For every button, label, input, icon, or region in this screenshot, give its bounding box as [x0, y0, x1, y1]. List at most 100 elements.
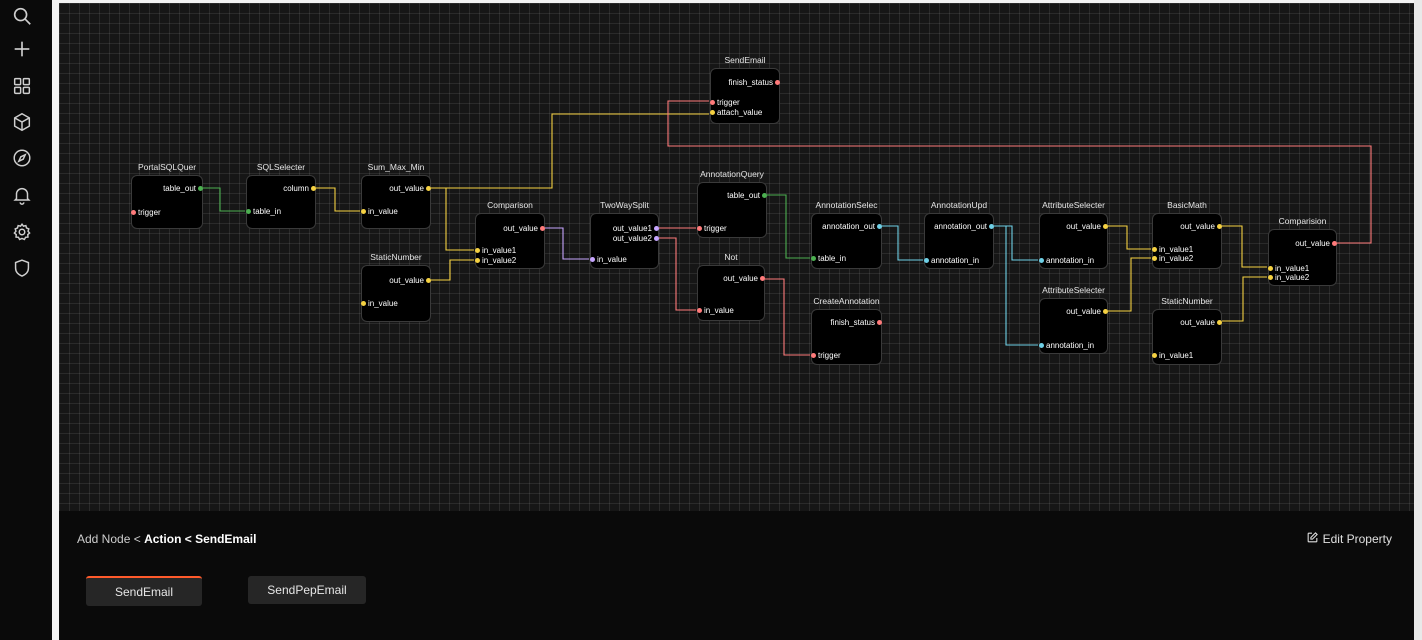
- output-dot[interactable]: [1217, 224, 1222, 229]
- output-dot[interactable]: [1217, 320, 1222, 325]
- input-dot[interactable]: [1039, 258, 1044, 263]
- node-attributeselecter-2[interactable]: AttributeSelecter out_value annotation_i…: [1039, 285, 1108, 354]
- cube-icon[interactable]: [11, 111, 33, 133]
- port-in[interactable]: in_value1: [1152, 351, 1193, 361]
- output-dot[interactable]: [762, 193, 767, 198]
- input-dot[interactable]: [1039, 343, 1044, 348]
- output-dot[interactable]: [760, 276, 765, 281]
- port-in[interactable]: in_value: [697, 306, 734, 316]
- input-dot[interactable]: [475, 248, 480, 253]
- tab-sendpepemail[interactable]: SendPepEmail: [248, 576, 366, 604]
- input-dot[interactable]: [811, 256, 816, 261]
- plus-icon[interactable]: [11, 38, 33, 60]
- node-portalsqlquer[interactable]: PortalSQLQuer table_out trigger: [131, 162, 203, 229]
- input-dot[interactable]: [246, 209, 251, 214]
- input-dot[interactable]: [361, 209, 366, 214]
- node-basicmath[interactable]: BasicMath out_value in_value1 in_value2: [1152, 200, 1222, 269]
- input-dot[interactable]: [1268, 275, 1273, 280]
- node-sendemail[interactable]: SendEmail finish_status trigger attach_v…: [710, 55, 780, 124]
- node-annotationselec[interactable]: AnnotationSelec annotation_out table_in: [811, 200, 882, 269]
- node-attributeselecter[interactable]: AttributeSelecter out_value annotation_i…: [1039, 200, 1108, 269]
- port-in[interactable]: trigger: [131, 208, 161, 218]
- output-dot[interactable]: [311, 186, 316, 191]
- grid-icon[interactable]: [11, 75, 33, 97]
- node-staticnumber-2[interactable]: StaticNumber out_value in_value1: [1152, 296, 1222, 365]
- port-in[interactable]: in_value1: [1152, 245, 1193, 255]
- port-in[interactable]: trigger: [710, 98, 740, 108]
- node-createannotation[interactable]: CreateAnnotation finish_status trigger: [811, 296, 882, 365]
- port-out[interactable]: out_value: [389, 184, 431, 194]
- output-dot[interactable]: [540, 226, 545, 231]
- port-in[interactable]: in_value2: [1152, 254, 1193, 264]
- input-dot[interactable]: [1152, 256, 1157, 261]
- output-dot[interactable]: [426, 278, 431, 283]
- node-comparision[interactable]: Comparision out_value in_value1 in_value…: [1268, 216, 1337, 286]
- input-dot[interactable]: [697, 308, 702, 313]
- tab-sendemail[interactable]: SendEmail: [86, 576, 202, 606]
- port-in[interactable]: in_value: [590, 255, 627, 265]
- input-dot[interactable]: [131, 210, 136, 215]
- output-dot[interactable]: [426, 186, 431, 191]
- port-out[interactable]: out_value2: [613, 234, 659, 244]
- node-annotationquery[interactable]: AnnotationQuery table_out trigger: [697, 169, 767, 238]
- node-sqlselecter[interactable]: SQLSelecter column table_in: [246, 162, 316, 229]
- port-in[interactable]: table_in: [246, 207, 281, 217]
- port-in[interactable]: trigger: [811, 351, 841, 361]
- port-out[interactable]: out_value: [389, 276, 431, 286]
- port-out[interactable]: annotation_out: [934, 222, 994, 232]
- port-out[interactable]: out_value: [503, 224, 545, 234]
- node-twowaysplit[interactable]: TwoWaySplit out_value1 out_value2 in_val…: [590, 200, 659, 269]
- output-dot[interactable]: [877, 320, 882, 325]
- port-out[interactable]: out_value: [1066, 222, 1108, 232]
- input-dot[interactable]: [1152, 247, 1157, 252]
- port-out[interactable]: out_value: [723, 274, 765, 284]
- bell-icon[interactable]: [11, 184, 33, 206]
- port-out[interactable]: table_out: [163, 184, 203, 194]
- output-dot[interactable]: [654, 226, 659, 231]
- port-in[interactable]: in_value: [361, 299, 398, 309]
- output-dot[interactable]: [198, 186, 203, 191]
- port-in[interactable]: attach_value: [710, 108, 762, 118]
- port-in[interactable]: trigger: [697, 224, 727, 234]
- port-out[interactable]: out_value: [1180, 318, 1222, 328]
- node-not[interactable]: Not out_value in_value: [697, 252, 765, 321]
- compass-icon[interactable]: [11, 147, 33, 169]
- output-dot[interactable]: [1103, 309, 1108, 314]
- input-dot[interactable]: [924, 258, 929, 263]
- output-dot[interactable]: [1103, 224, 1108, 229]
- breadcrumb-root[interactable]: Add Node <: [77, 532, 145, 546]
- node-annotationupd[interactable]: AnnotationUpd annotation_out annotation_…: [924, 200, 994, 269]
- gear-icon[interactable]: [11, 221, 33, 243]
- port-in[interactable]: annotation_in: [1039, 341, 1094, 351]
- port-in[interactable]: annotation_in: [924, 256, 979, 266]
- output-dot[interactable]: [1332, 241, 1337, 246]
- input-dot[interactable]: [710, 100, 715, 105]
- port-in[interactable]: in_value1: [475, 246, 516, 256]
- node-comparison[interactable]: Comparison out_value in_value1 in_value2: [475, 200, 545, 269]
- input-dot[interactable]: [475, 258, 480, 263]
- input-dot[interactable]: [811, 353, 816, 358]
- input-dot[interactable]: [697, 226, 702, 231]
- port-out[interactable]: out_value: [1295, 239, 1337, 249]
- port-out[interactable]: column: [283, 184, 316, 194]
- port-out[interactable]: finish_status: [729, 78, 780, 88]
- port-in[interactable]: in_value: [361, 207, 398, 217]
- port-in[interactable]: in_value2: [475, 256, 516, 266]
- edit-property-button[interactable]: Edit Property: [1306, 531, 1392, 547]
- node-staticnumber[interactable]: StaticNumber out_value in_value: [361, 252, 431, 322]
- port-out[interactable]: annotation_out: [822, 222, 882, 232]
- output-dot[interactable]: [654, 236, 659, 241]
- port-out[interactable]: out_value: [1180, 222, 1222, 232]
- input-dot[interactable]: [710, 110, 715, 115]
- search-icon[interactable]: [11, 5, 33, 27]
- port-in[interactable]: annotation_in: [1039, 256, 1094, 266]
- output-dot[interactable]: [775, 80, 780, 85]
- node-canvas[interactable]: SendEmail finish_status trigger attach_v…: [59, 3, 1414, 511]
- port-out[interactable]: finish_status: [831, 318, 882, 328]
- node-sum-max-min[interactable]: Sum_Max_Min out_value in_value: [361, 162, 431, 229]
- output-dot[interactable]: [877, 224, 882, 229]
- port-in[interactable]: table_in: [811, 254, 846, 264]
- input-dot[interactable]: [1152, 353, 1157, 358]
- input-dot[interactable]: [590, 257, 595, 262]
- port-out[interactable]: table_out: [727, 191, 767, 201]
